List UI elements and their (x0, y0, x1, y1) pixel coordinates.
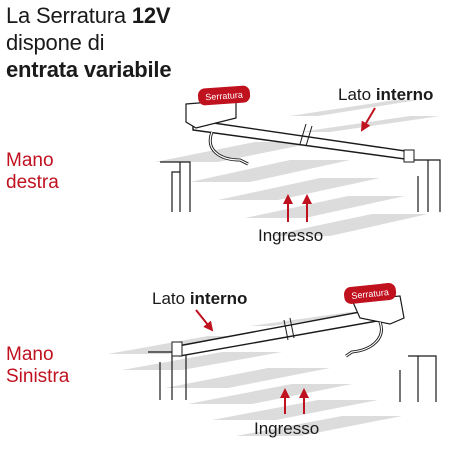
gate-bar (171, 295, 405, 357)
title-line2: dispone di (6, 30, 105, 55)
diagram-right-hand: Serratura Lato interno Ingresso (155, 85, 441, 245)
serratura-badge-label: Serratura (351, 287, 389, 301)
title-line1: La Serratura (6, 3, 132, 28)
serratura-badge: Serratura (197, 85, 251, 106)
diagram-left-hand: Serratura Lato interno Ingresso (108, 283, 437, 438)
handle (345, 321, 383, 358)
title-line3: entrata variabile (6, 57, 172, 82)
lato-interno-label: Lato interno (338, 85, 433, 104)
title-voltage: 12V (131, 3, 171, 28)
gate-bar (185, 99, 415, 163)
lato-interno-arrow (360, 107, 376, 132)
left-post (148, 351, 187, 400)
side-label-right-hand: Mano destra (6, 150, 59, 193)
left-post (160, 161, 191, 212)
lato-interno-arrow (195, 309, 214, 332)
serratura-badge-label: Serratura (205, 90, 243, 103)
page-title: La Serratura 12V dispone di entrata vari… (6, 2, 172, 83)
right-post (405, 159, 441, 212)
ingresso-label: Ingresso (254, 419, 319, 438)
side-label-left-hand: Mano Sinistra (6, 344, 70, 387)
lato-interno-label: Lato interno (152, 289, 247, 308)
right-post (399, 355, 437, 402)
serratura-badge: Serratura (343, 283, 397, 304)
ingresso-label: Ingresso (258, 226, 323, 245)
floor-bands (108, 312, 402, 436)
